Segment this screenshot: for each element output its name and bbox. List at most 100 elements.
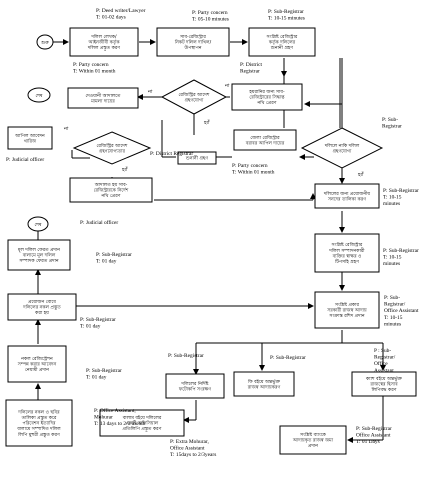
box-entry-register-text: দলিলের জন্য প্রয়োজনীয়সনদের তালিকা করণ xyxy=(323,190,372,203)
text-line: রেজিস্ট্রারকে নির্দেশ xyxy=(94,187,130,194)
text-line: T: Within 01 month xyxy=(232,170,275,176)
edge-labels: না না না হ্যাঁ হ্যাঁ হ্যাঁ xyxy=(63,83,365,178)
text-line: P: Sub-Registrar xyxy=(168,353,204,359)
text-line: T: 05-10 minutes xyxy=(192,17,229,23)
box-bank-deposit-text: সংশ্লিষ্ট ব্যাংকেআদায়কৃত রাজস্ব জমাপ্রদ… xyxy=(292,432,334,449)
text-line: P: Office Assistant, xyxy=(94,407,136,414)
terminal-start: শুরু xyxy=(36,34,54,50)
text-line: P: Sub-Registrar xyxy=(383,188,419,194)
text-line: সংশ্লিষ্ট ব্যাংকে xyxy=(299,432,327,438)
box-hearing: শুনানী গ্রহণ xyxy=(177,151,217,165)
text-line: ক্যাশ বইয়ে অন্তর্ভুক্ত xyxy=(365,375,403,382)
text-line: minutes xyxy=(383,201,400,207)
terminal-start-label: শুরু xyxy=(40,41,49,46)
text-line: বালামে মূল দলিল xyxy=(22,253,56,259)
text-line: দলিল প্রস্তুত করণ xyxy=(87,45,121,51)
text-line: প্রয়োজন বোধে xyxy=(28,299,56,305)
text-line: P: Party concern xyxy=(232,163,268,169)
text-line: P : Sub- xyxy=(374,348,391,354)
text-line: রাজস্বের হিসাব xyxy=(369,382,398,388)
text-line: শুনানী গ্রহণ xyxy=(185,155,209,162)
text-line: পরিবেশন ইত্যাদির xyxy=(22,421,56,427)
text-line: P: Sub-Registrar xyxy=(268,9,304,15)
text-line: P: Party concern xyxy=(73,62,109,68)
box-appeal-to-dr-text: হয়রানির জন্য সাব-রেজিস্ট্রারের সিদ্ধান্… xyxy=(248,89,285,106)
text-line: সংশ্লিষ্ট প্রকার xyxy=(334,302,360,308)
text-line: minutes xyxy=(383,261,400,267)
text-line: T: 01 Days xyxy=(356,439,380,445)
text-line: P: Deed writer/Lawyer xyxy=(96,8,146,14)
text-line: জেলা রেজিস্ট্রার xyxy=(250,134,280,141)
text-line: P: Extra Mohurar, xyxy=(170,439,210,445)
text-line: দলিলের নকল প্রস্তুত xyxy=(22,305,61,311)
text-line: T: 01 day xyxy=(96,259,117,265)
terminal-end-top-label: শেষ xyxy=(35,93,43,99)
box-bank-deposit: সংশ্লিষ্ট ব্যাংকেআদায়কৃত রাজস্ব জমাপ্রদ… xyxy=(279,425,347,455)
text-line: P: District xyxy=(240,62,263,68)
note-district-registrar-mid: P: District Registrar xyxy=(150,151,193,157)
text-line: রেজিস্ট্রির আদেশ xyxy=(97,142,129,149)
terminal-end-left: শেষ xyxy=(27,216,49,232)
text-line: শুনানী গ্রহণ xyxy=(270,44,294,51)
note-subreg-mid-1: P: Sub-Registrar xyxy=(168,353,204,359)
text-line: P: Sub-Registrar xyxy=(86,368,122,374)
text-line: P: Sub-Registrar xyxy=(383,248,419,254)
text-line: T: 01-02 days xyxy=(96,15,126,21)
text-line: ফি বইয়ে অন্তর্ভুক্ত xyxy=(247,378,281,385)
text-line: P: Sub- xyxy=(384,295,400,301)
text-line: T: 10-15 minutes xyxy=(268,16,305,22)
note-subreg-right: P: Sub-Registrar xyxy=(382,117,402,130)
text-line: বালামে সম্পাদিত দলিল xyxy=(16,426,61,432)
text-line: নথি প্রেরণ xyxy=(256,100,277,106)
note-judicial-officer-2: P: Judicial officer xyxy=(80,219,118,226)
note-subreg-mid-2: P: Sub-Registrar xyxy=(270,355,306,361)
text-line: T: 01 day xyxy=(86,375,107,381)
text-line: সাব-রেজিস্ট্রার xyxy=(179,33,206,40)
text-line: সনদের তালিকা করণ xyxy=(327,196,367,202)
text-line: প্রতিলিপি প্রস্তুত করণ xyxy=(123,426,163,432)
text-line: লিপিবদ্ধ করণ xyxy=(370,387,397,393)
text-line: করা হয় xyxy=(34,310,50,316)
text-line: P: Sub-Registrar xyxy=(80,317,116,323)
edge-label-no: না xyxy=(224,83,230,89)
text-line: রেজিস্ট্রারের সিদ্ধান্ত xyxy=(249,94,285,101)
text-line: লিপি মুহুরী প্রস্তুত করণ xyxy=(17,431,61,438)
text-line: সম্পাদক ফেরত প্রদান xyxy=(18,258,60,264)
box-send-to-court-text: দেওয়ানী আদালতেমামলা দায়ের xyxy=(85,92,121,105)
text-line: নিকট দলিল দাখিল/ xyxy=(174,39,212,46)
text-line: আপিল আবেদন xyxy=(14,133,46,139)
box-entry-register: দলিলের জন্য প্রয়োজনীয়সনদের তালিকা করণ xyxy=(314,183,380,209)
text-line: হয়রানির জন্য সাব- xyxy=(248,89,285,95)
